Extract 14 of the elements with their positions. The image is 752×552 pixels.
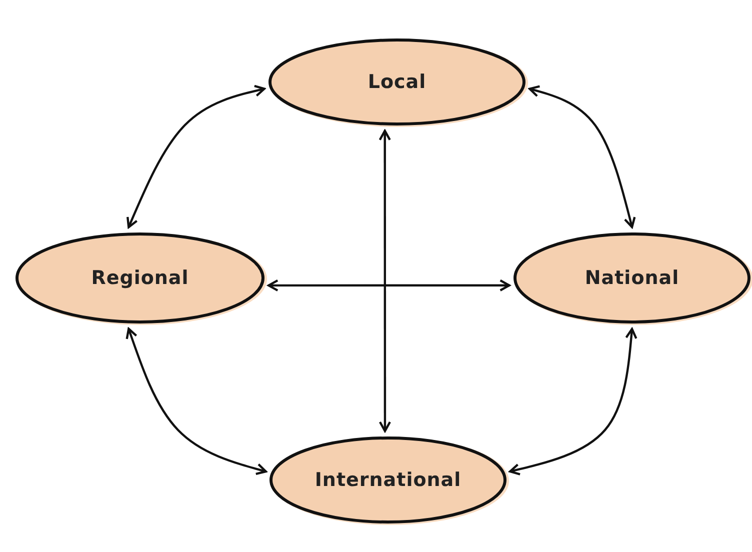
ellipse-node: [512, 231, 752, 325]
ellipse-node: [267, 37, 527, 127]
node-label: Local: [366, 71, 428, 93]
double-arrow: [126, 328, 267, 476]
double-arrow: [126, 84, 266, 228]
double-arrow: [378, 130, 392, 432]
double-arrow: [268, 279, 510, 292]
double-arrow: [509, 328, 638, 476]
node-label: National: [584, 267, 680, 289]
double-arrow: [528, 85, 636, 228]
ellipse-node: [14, 231, 266, 325]
node-label: International: [314, 469, 462, 491]
ellipse-node: [268, 435, 508, 525]
node-label: Regional: [90, 267, 190, 289]
